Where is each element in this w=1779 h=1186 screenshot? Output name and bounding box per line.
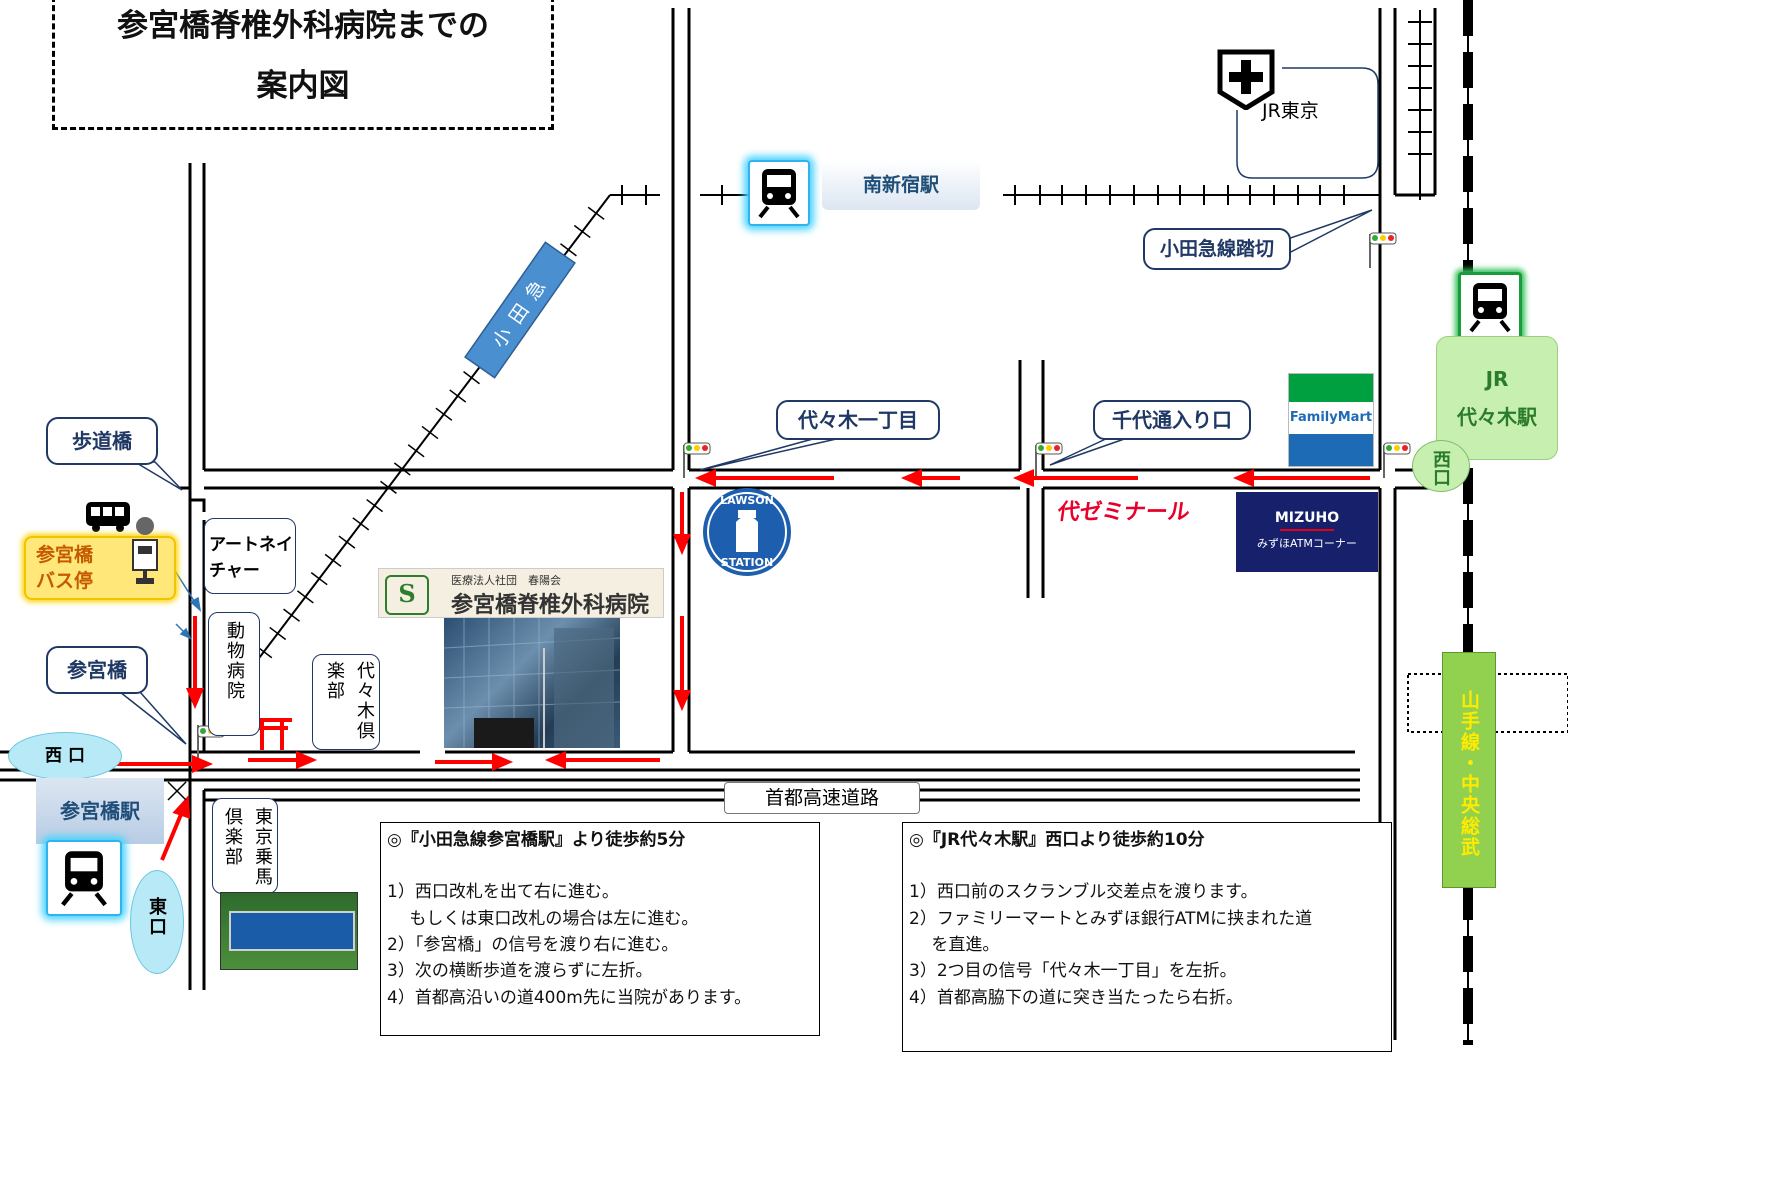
directions-jr-step-1: 1）西口前のスクランブル交差点を渡ります。 xyxy=(909,882,1258,903)
odakyu-rail-ties-horizontal xyxy=(621,185,1345,205)
rail-tie xyxy=(310,572,328,586)
familymart-logo: FamilyMart xyxy=(1288,373,1374,467)
rail-tie xyxy=(366,498,384,513)
callout-odakyu-crossing: 小田急線踏切 xyxy=(1143,228,1291,270)
jr-label: JR xyxy=(1485,367,1509,391)
callout-chiyo-entrance: 千代通入り口 xyxy=(1093,400,1251,440)
signal-light-icon xyxy=(1369,232,1397,268)
title-line-1: 参宮橋脊椎外科病院までの xyxy=(117,8,489,44)
art-nature-building: アートネイチャー xyxy=(204,518,296,594)
mizuho-underline xyxy=(1280,529,1334,531)
bus-stop-pole-icon xyxy=(128,516,162,586)
bus-icon xyxy=(84,500,132,532)
callout-pedestrian-bridge: 歩道橋 xyxy=(46,417,158,465)
rail-tie xyxy=(407,444,425,458)
yoyogi-station-label: 代々木駅 xyxy=(1457,405,1537,429)
rail-tie xyxy=(380,480,397,494)
directions-odakyu-step-4: 4）首都高沿いの道400m先に当院があります。 xyxy=(387,987,752,1008)
hospital-name: 参宮橋脊椎外科病院 xyxy=(451,593,650,618)
train-icon xyxy=(46,840,122,916)
title-line-2: 案内図 xyxy=(256,68,350,104)
map-title: 参宮橋脊椎外科病院までの 案内図 xyxy=(52,0,554,130)
rail-tie xyxy=(338,535,356,549)
rail-tie xyxy=(393,462,411,476)
hospital-corp-name: 医療法人社団 春陽会 xyxy=(451,574,561,587)
minami-shinjuku-station-label: 南新宿駅 xyxy=(822,160,980,210)
mizuho-atm-logo: MIZUHO みずほATMコーナー xyxy=(1236,492,1378,572)
callout-sangubashi: 参宮橋 xyxy=(46,646,148,694)
familymart-blue-band xyxy=(1289,434,1373,466)
expressway-label: 首都高速道路 xyxy=(724,782,920,814)
directions-odakyu-step-3: 3）次の横断歩道を渡らずに左折。 xyxy=(387,961,653,982)
jr-yoyogi-station-label: JR 代々木駅 xyxy=(1436,336,1558,460)
hospital-logo-mark: S xyxy=(385,575,429,615)
rail-tie xyxy=(296,590,314,604)
directions-odakyu-heading: ◎『小田急線参宮橋駅』より徒歩約5分 xyxy=(387,830,686,850)
signal-light-icon xyxy=(1383,442,1411,478)
hospital-map-symbol-icon xyxy=(1216,48,1276,111)
hospital-signboard: S 医療法人社団 春陽会 参宮橋脊椎外科病院 xyxy=(378,568,664,618)
mizuho-subtext: みずほATMコーナー xyxy=(1257,537,1357,550)
directions-odakyu-step-1: 1）西口改札を出て右に進む。 xyxy=(387,882,619,903)
jr-tokyo-railway xyxy=(1408,10,1432,200)
tokyo-horse-club-building: 東京乗馬倶楽部 xyxy=(212,798,278,894)
rail-tie xyxy=(573,224,591,239)
directions-odakyu: ◎『小田急線参宮橋駅』より徒歩約5分 1）西口改札を出て右に進む。 もしくは東口… xyxy=(380,822,820,1036)
horse-club-photo xyxy=(220,892,358,970)
directions-jr-step-2: 2）ファミリーマートとみずほ銀行ATMに挟まれた道 xyxy=(909,908,1313,929)
rail-tie xyxy=(449,389,467,403)
rail-tie xyxy=(560,243,577,257)
signal-light-icon xyxy=(683,442,711,478)
yoyogi-club-building: 代々木倶楽部 xyxy=(312,654,380,750)
odakyu-line-label xyxy=(464,241,576,379)
lawson-text-bottom: STATION xyxy=(720,556,774,569)
west-exit-badge-right: 西口 xyxy=(1412,440,1470,492)
directions-jr: ◎『JR代々木駅』西口より徒歩約10分 1）西口前のスクランブル交差点を渡ります… xyxy=(902,822,1392,1052)
pedestrian-bridge-mark xyxy=(180,486,206,512)
rail-tie xyxy=(283,608,300,622)
yamanote-chuo-sobu-label: 山手線・中央総武 xyxy=(1442,652,1496,888)
horse-club-sign xyxy=(229,911,355,951)
directions-jr-heading: ◎『JR代々木駅』西口より徒歩約10分 xyxy=(909,830,1205,850)
directions-jr-step-4: 4）首都高脇下の道に突き当たったら右折。 xyxy=(909,987,1243,1008)
bus-stop-text: 参宮橋 バス停 xyxy=(36,544,94,592)
directions-jr-step-3: 3）2つ目の信号「代々木一丁目」を左折。 xyxy=(909,961,1237,982)
jr-tokyo-callout-box xyxy=(1236,67,1379,179)
directions-jr-step-2b: を直進。 xyxy=(909,935,1000,956)
signal-light-icon xyxy=(1035,442,1063,478)
rail-tie xyxy=(463,371,480,385)
east-exit-badge: 東口 xyxy=(130,870,184,974)
hospital-building-photo xyxy=(443,618,621,748)
yoyogi-seminar-logo: 代ゼミナール xyxy=(1055,500,1192,525)
train-icon xyxy=(748,160,810,226)
lawson-logo xyxy=(700,486,794,578)
rail-tie xyxy=(435,407,453,421)
crossing-mark xyxy=(167,781,187,801)
familymart-text: FamilyMart xyxy=(1289,410,1373,425)
lawson-text-top: LAWSON xyxy=(720,494,774,507)
directions-odakyu-step-1b: もしくは東口改札の場合は左に進む。 xyxy=(387,908,699,929)
jr-tokyo-label: JR東京 xyxy=(1262,100,1319,122)
familymart-green-band xyxy=(1289,374,1373,402)
mizuho-text: MIZUHO xyxy=(1274,510,1340,526)
sangubashi-station-label: 参宮橋駅 xyxy=(36,778,164,844)
rail-tie xyxy=(352,517,370,531)
rail-tie xyxy=(269,626,287,641)
animal-hospital-building: 動物病院 xyxy=(208,612,260,736)
west-exit-badge-left: 西 口 xyxy=(8,732,122,780)
bus-stop-arrows xyxy=(171,565,202,640)
route-arrows xyxy=(110,468,1370,861)
rail-tie xyxy=(421,425,439,440)
train-icon xyxy=(1458,272,1522,342)
directions-odakyu-step-2: 2）「参宮橋」の信号を渡り右に進む。 xyxy=(387,935,679,956)
rail-tie xyxy=(324,553,342,568)
callout-yoyogi-1chome: 代々木一丁目 xyxy=(776,400,940,440)
rail-tie xyxy=(587,206,605,220)
